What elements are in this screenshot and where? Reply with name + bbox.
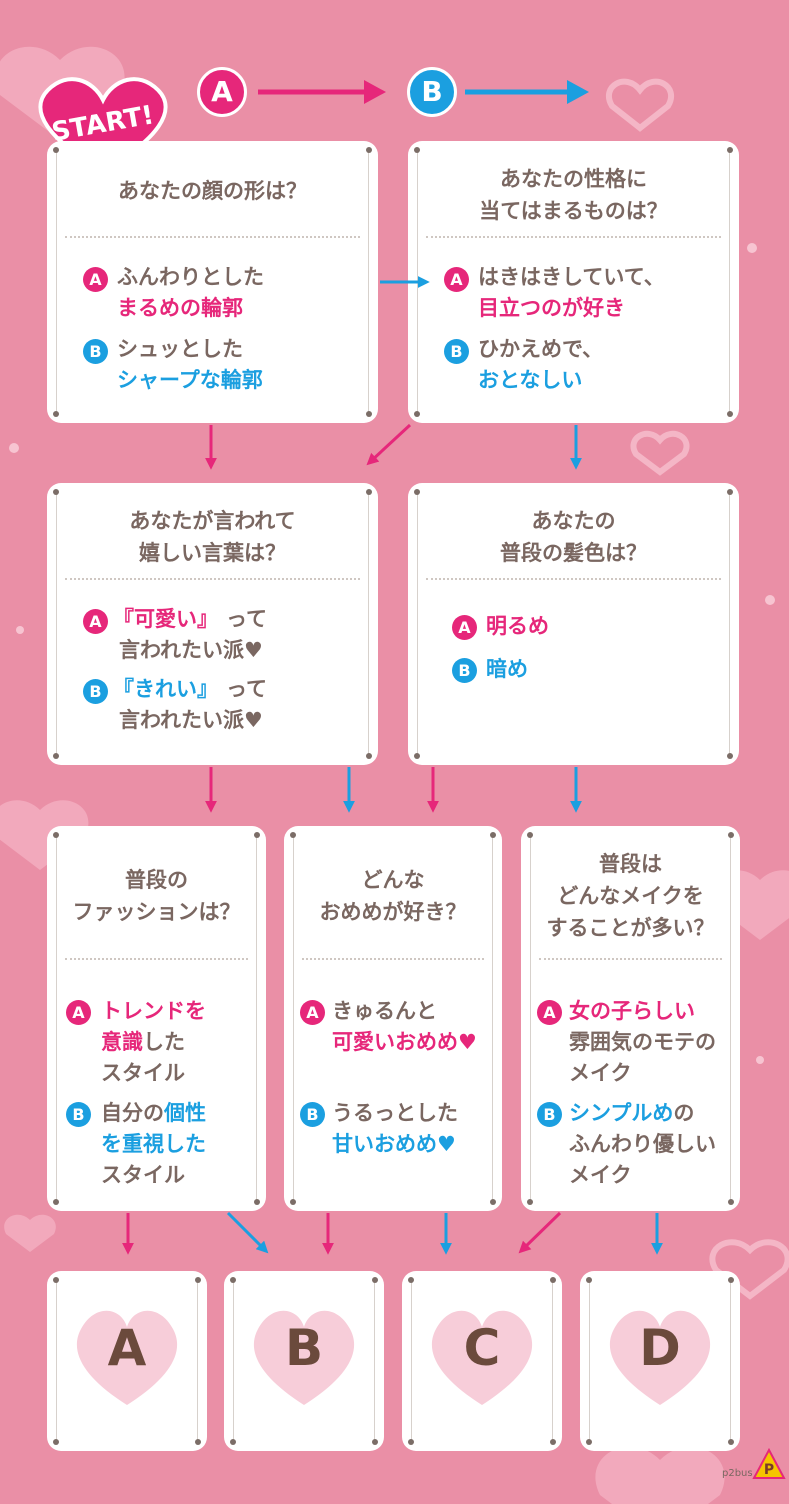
option-b: ひかえめで、おとなしい: [478, 337, 604, 392]
result-card-b: B: [224, 1271, 384, 1451]
option-b-badge: B: [83, 679, 108, 704]
option-a: はきはきしていて、目立つのが好き: [478, 265, 665, 320]
question-text: 普段の ファッションは？: [72, 868, 241, 924]
question-card-3: あなたが言われて 嬉しい言葉は？ A 『可愛い』って 言われたい派♥ B 『きれ…: [47, 483, 378, 765]
option-a-badge: A: [83, 267, 108, 292]
question-card-7: 普段は どんなメイクを することが多い？ A 女の子らしい 雰囲気のモテの メイ…: [521, 826, 740, 1211]
heart-icon: [253, 1310, 355, 1405]
question-card-5: 普段の ファッションは？ A トレンドを 意識した スタイル B 自分の個性 を…: [47, 826, 266, 1211]
legend-a-badge: A: [197, 67, 247, 117]
legend-a-arrow: [258, 80, 386, 104]
question-text: どんな おめめが好き？: [319, 868, 467, 924]
p2bus-logo-icon: P: [752, 1448, 786, 1479]
result-letter: A: [107, 1319, 147, 1377]
arrow-q7-a: [518, 1211, 562, 1254]
option-b-badge: B: [83, 339, 108, 364]
option-b: 自分の個性 を重視した スタイル: [101, 1101, 206, 1187]
legend-b-badge: B: [407, 67, 457, 117]
result-letter: D: [639, 1319, 681, 1377]
heart-icon: [76, 1310, 178, 1405]
result-card-c: C: [402, 1271, 562, 1451]
heart-icon: [609, 1310, 711, 1405]
result-letter: C: [463, 1319, 501, 1377]
option-a-badge: A: [300, 1000, 325, 1025]
question-card-4: あなたの 普段の髪色は？ A 明るめ B 暗め: [408, 483, 739, 765]
result-card-d: D: [580, 1271, 740, 1451]
option-b: 『きれい』って 言われたい派♥: [113, 677, 267, 732]
option-b: うるっとした 甘いおめめ♥: [332, 1101, 458, 1156]
arrow-q5-b: [226, 1211, 269, 1254]
question-card-6: どんな おめめが好き？ A きゅるんと 可愛いおめめ♥ B うるっとした 甘いお…: [284, 826, 502, 1211]
option-a-badge: A: [452, 615, 477, 640]
legend-b-arrow: [465, 80, 589, 104]
result-card-a: A: [47, 1271, 207, 1451]
option-a: きゅるんと 可愛いおめめ♥: [332, 999, 477, 1054]
option-b-badge: B: [66, 1102, 91, 1127]
result-letter: B: [284, 1319, 324, 1377]
question-text: あなたの性格に 当てはまるものは？: [479, 167, 668, 223]
arrow-q2-a: [366, 423, 412, 466]
option-b-badge: B: [444, 339, 469, 364]
question-card-1: あなたの顔の形は？ A ふんわりとしたまるめの輪郭 B シュッとしたシャープな輪…: [47, 141, 378, 423]
option-b-badge: B: [300, 1102, 325, 1127]
watermark-text: p2bus: [722, 1468, 753, 1479]
option-b: シュッとしたシャープな輪郭: [117, 337, 263, 392]
option-a-badge: A: [66, 1000, 91, 1025]
question-card-2: あなたの性格に 当てはまるものは？ A はきはきしていて、目立つのが好き B ひ…: [408, 141, 739, 423]
heart-icon: [431, 1310, 533, 1405]
option-a: ふんわりとしたまるめの輪郭: [117, 265, 264, 320]
question-text: あなたの 普段の髪色は？: [500, 509, 647, 565]
option-a-badge: A: [83, 609, 108, 634]
option-b-badge: B: [537, 1102, 562, 1127]
option-a: 明るめ: [486, 614, 549, 638]
option-a: トレンドを 意識した スタイル: [101, 999, 206, 1085]
option-b: 暗め: [486, 657, 528, 681]
option-a: 女の子らしい 雰囲気のモテの メイク: [569, 999, 716, 1085]
option-b: シンプルめの ふんわり優しい メイク: [569, 1101, 716, 1187]
option-a: 『可愛い』って 言われたい派♥: [113, 607, 267, 662]
option-a-badge: A: [444, 267, 469, 292]
question-text: あなたが言われて 嬉しい言葉は？: [129, 509, 296, 565]
svg-text:P: P: [764, 1462, 774, 1478]
question-text: 普段は どんなメイクを することが多い？: [546, 852, 715, 940]
question-text: あなたの顔の形は？: [118, 179, 307, 203]
option-b-badge: B: [452, 658, 477, 683]
option-a-badge: A: [537, 1000, 562, 1025]
